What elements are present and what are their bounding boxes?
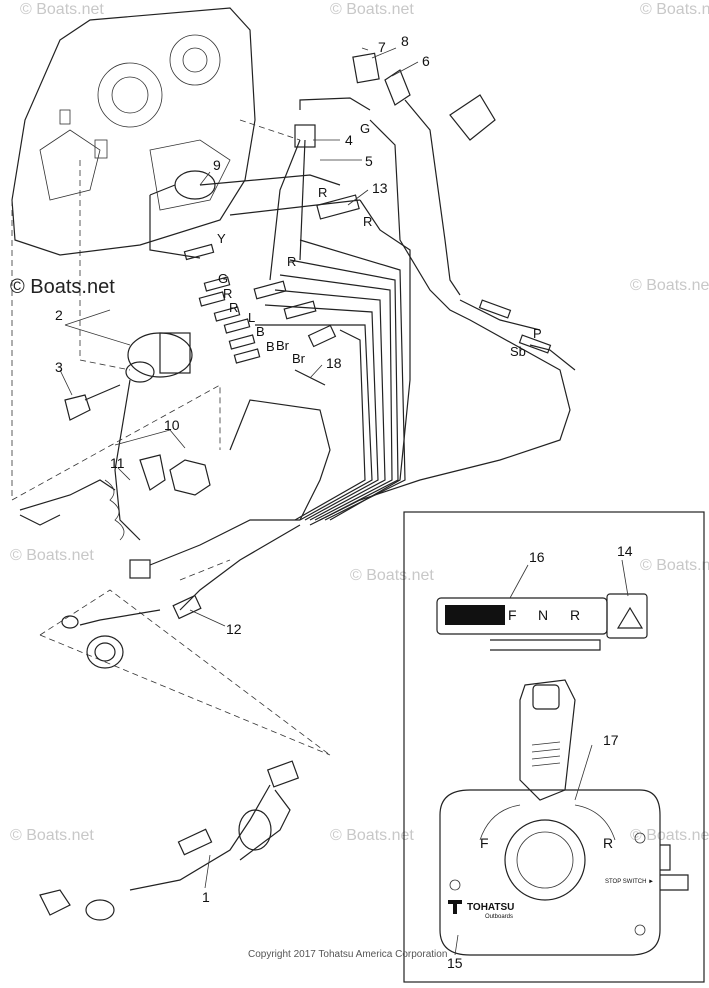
part-label-14: 14 [617,543,633,559]
remote-control-housing [11,7,256,256]
watermark: © Boats.net [330,827,414,844]
part-9-component [149,170,216,200]
watermark: © Boats.net [10,547,94,564]
part-label-9: 9 [213,157,221,173]
control-f: F [480,835,489,851]
brand-text: TOHATSU [467,902,514,913]
throttle-handle [352,52,496,296]
connectors [61,124,552,788]
part-label-10: 10 [164,417,180,433]
watermark: © Boats.net [20,1,104,18]
part-label-5: 5 [365,153,373,169]
copyright-text: Copyright 2017 Tohatsu America Corporati… [248,949,447,960]
watermark: © Boats.net [630,827,709,844]
watermark-main: © Boats.net [10,276,115,298]
part-label-1: 1 [202,889,210,905]
wire-label: Br [276,338,290,353]
stop-switch-text: STOP SWITCH ► [605,879,654,885]
part-label-8: 8 [401,33,409,49]
watermark: © Boats.net [10,827,94,844]
gauge-r: R [570,607,580,623]
wire-label: B [256,324,265,339]
wire-label: G [360,121,370,136]
gauge-n: N [538,607,548,623]
wire-label: R [287,254,296,269]
gauge-f: F [508,607,517,623]
wire-label: Br [292,351,306,366]
wire-label: G [218,271,228,286]
neutral-gauge: F N R [436,593,648,651]
wiring-harness [79,97,576,891]
watermarks: © Boats.net © Boats.net © Boats.net © Bo… [10,1,709,844]
side-mount-control: F R STOP SWITCH ► TOHATSU Outboards [439,679,689,956]
key-switch [64,332,193,421]
stop-switch-lanyard [19,454,211,541]
part-label-13: 13 [372,180,388,196]
wire-labels: G R Y R G R R L B B Br Br R P Sb [217,121,542,366]
control-r: R [603,835,613,851]
part-label-11: 11 [110,455,125,471]
watermark: © Boats.net [630,277,709,294]
wire-label: B [266,339,275,354]
wire-label: Sb [510,344,526,359]
part-label-3: 3 [55,359,63,375]
part-label-16: 16 [529,549,545,565]
inset-box [403,511,705,983]
wire-label: R [223,286,232,301]
tohatsu-logo-icon [448,900,462,914]
wire-label: L [248,310,255,325]
harness-connector [86,594,202,669]
watermark: © Boats.net [640,1,709,18]
part-label-7: 7 [378,39,386,55]
brand-sub: Outboards [485,914,513,920]
gauge-black-bar [445,605,505,625]
wire-label: P [533,326,542,341]
watermark: © Boats.net [330,1,414,18]
callout-leaders [59,47,629,956]
part-labels: 7 8 6 4 5 9 13 2 3 10 11 12 18 1 16 14 1… [55,33,633,971]
wire-label: R [318,185,327,200]
part-label-18: 18 [326,355,342,371]
watermark: © Boats.net [350,567,434,584]
wire-label: R [229,300,238,315]
part-label-15: 15 [447,955,463,971]
part-label-2: 2 [55,307,63,323]
part-label-4: 4 [345,132,353,148]
wire-label: Y [217,231,226,246]
part-label-17: 17 [603,732,619,748]
part-label-6: 6 [422,53,430,69]
wire-label: R [363,214,372,229]
harness-ends [39,809,272,921]
watermark: © Boats.net [640,557,709,574]
part-label-12: 12 [226,621,242,637]
leader-lines [11,119,331,756]
